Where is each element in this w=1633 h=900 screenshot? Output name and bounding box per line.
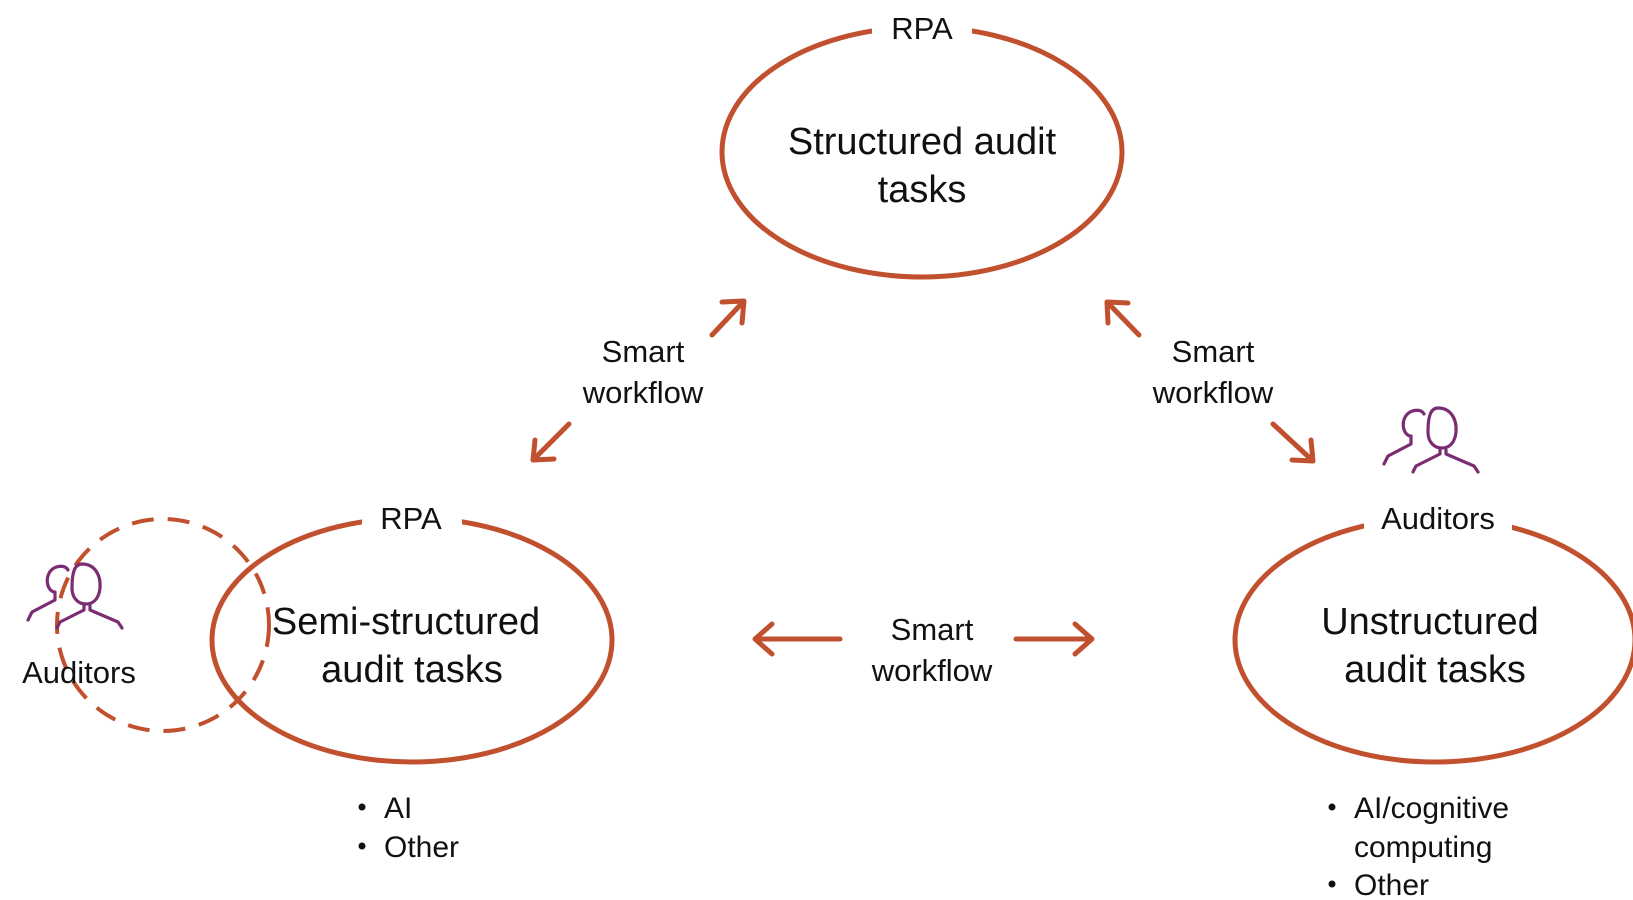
- edge-top-right-label-line2: workflow: [1152, 375, 1274, 410]
- semi-rpa-label: RPA: [380, 501, 442, 536]
- unstructured-bullet-other: Other: [1354, 869, 1429, 900]
- left-auditors: Auditors: [22, 562, 136, 690]
- arrow-down-right: [1270, 421, 1316, 464]
- arrow-left: [752, 621, 843, 657]
- right-auditors-label: Auditors: [1381, 501, 1495, 536]
- right-auditors: Auditors: [1381, 406, 1495, 536]
- arrow-up-left: [1104, 299, 1142, 338]
- bullet-dot: [1328, 803, 1336, 811]
- semi-title-line1: Semi-structured: [272, 601, 540, 643]
- arrow-down-left: [530, 421, 572, 463]
- edge-top-right-label-line1: Smart: [1172, 334, 1255, 369]
- people-icon: [26, 562, 124, 630]
- structured-rpa-label: RPA: [891, 11, 953, 46]
- structured-tag-mask: [872, 6, 972, 52]
- bullet-dot: [358, 803, 366, 811]
- edge-bottom-label-line2: workflow: [871, 653, 993, 688]
- bullet-dot: [358, 842, 366, 850]
- arrow-right: [1013, 621, 1095, 657]
- edge-top-left-label-line2: workflow: [582, 375, 704, 410]
- structured-title-line1: Structured audit: [788, 121, 1057, 163]
- edge-top-left: Smart workflow: [530, 298, 747, 463]
- node-semi-structured: RPA Semi-structured audit tasks AI Other: [55, 496, 615, 864]
- node-structured: RPA Structured audit tasks: [719, 6, 1125, 280]
- edge-bottom-label-line1: Smart: [891, 612, 974, 647]
- node-unstructured: Unstructured audit tasks AI/cognitive co…: [1232, 496, 1633, 900]
- semi-bullet-other: Other: [384, 831, 459, 864]
- unstructured-bullet-ai-cont: computing: [1354, 831, 1492, 864]
- structured-title-line2: tasks: [878, 169, 967, 211]
- unstructured-bullet-list: AI/cognitive computing Other: [1328, 792, 1509, 900]
- semi-title-line2: audit tasks: [321, 649, 503, 691]
- semi-bullet-list: AI Other: [358, 792, 459, 864]
- bullet-dot: [1328, 880, 1336, 888]
- left-auditors-label: Auditors: [22, 655, 136, 690]
- unstructured-tag-mask: [1364, 496, 1512, 540]
- semi-tag-mask: [362, 496, 462, 540]
- semi-bullet-ai: AI: [384, 792, 412, 825]
- edge-bottom: Smart workflow: [752, 612, 1095, 688]
- unstructured-bullet-ai: AI/cognitive: [1354, 792, 1509, 825]
- people-icon: [1382, 406, 1480, 474]
- unstructured-title-line1: Unstructured: [1321, 601, 1539, 643]
- edge-top-right: Smart workflow: [1104, 299, 1316, 464]
- arrow-up-right: [709, 298, 747, 338]
- unstructured-title-line2: audit tasks: [1344, 649, 1526, 691]
- edge-top-left-label-line1: Smart: [602, 334, 685, 369]
